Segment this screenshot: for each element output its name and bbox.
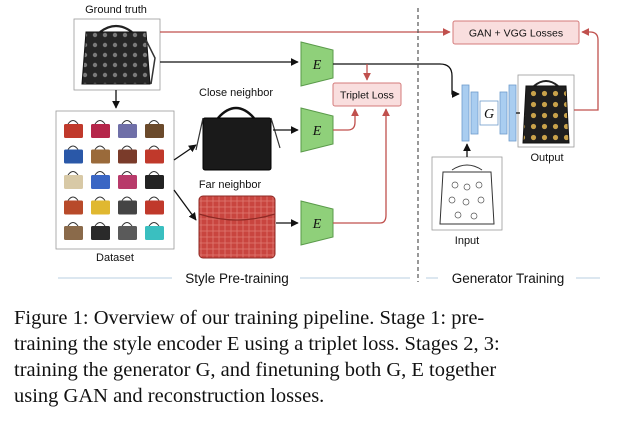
triplet-loss-box: Triplet Loss: [332, 82, 402, 107]
input-sketch-image: [431, 156, 503, 231]
dataset-thumbnail: [145, 145, 164, 164]
dataset-thumbnail: [64, 196, 83, 215]
gan-vgg-losses-box: GAN + VGG Losses: [452, 20, 580, 45]
caption-line-3: training the generator G, and finetuning…: [14, 359, 497, 381]
training-pipeline-diagram: Ground truth Dataset Close neighbor Far …: [55, 4, 600, 286]
dataset-thumbnail: [91, 171, 110, 189]
ground-truth-label: Ground truth: [85, 4, 147, 16]
generator-training-section-label: Generator Training: [452, 271, 565, 286]
encoder-middle: E: [300, 107, 334, 153]
svg-text:E: E: [312, 124, 322, 139]
loss-arrows: [160, 28, 599, 224]
caption-line-2: training the style encoder E using a tri…: [14, 333, 500, 355]
dataset-thumbnail: [91, 145, 110, 164]
svg-text:Triplet Loss: Triplet Loss: [340, 90, 394, 102]
output-bag-image: [517, 74, 575, 148]
dataset-thumbnail: [91, 120, 110, 138]
close-neighbor-label: Close neighbor: [199, 87, 273, 99]
svg-text:G: G: [484, 107, 494, 122]
generator-network: G: [461, 84, 517, 142]
dataset-thumbnail: [64, 120, 83, 138]
svg-text:E: E: [312, 58, 322, 73]
dataset-thumbnail: [118, 120, 137, 138]
dataset-label: Dataset: [96, 252, 134, 264]
ground-truth-bag-image: [73, 18, 161, 91]
dataset-thumbnail: [91, 222, 110, 240]
close-neighbor-bag-image: [195, 106, 281, 171]
style-pretraining-section-label: Style Pre-training: [185, 271, 289, 286]
dataset-thumbnail: [91, 196, 110, 215]
encoder-top: E: [300, 41, 334, 87]
dataset-thumbnail: [118, 171, 137, 189]
far-neighbor-label: Far neighbor: [199, 179, 262, 191]
dataset-thumbnail: [118, 145, 137, 164]
dataset-thumbnail: [64, 171, 83, 189]
output-label: Output: [530, 152, 563, 164]
svg-text:E: E: [312, 217, 322, 232]
dataset-thumbnail: [118, 196, 137, 215]
caption-line-1: Figure 1: Overview of our training pipel…: [14, 307, 485, 329]
dataset-thumbnail: [145, 196, 164, 215]
dataset-thumbnail: [145, 222, 164, 240]
dataset-thumbnail: [145, 171, 164, 189]
caption-line-4: using GAN and reconstruction losses.: [14, 385, 325, 407]
dataset-thumbnail: [145, 120, 164, 138]
figure-caption: Figure 1: Overview of our training pipel…: [14, 305, 624, 409]
encoder-bottom: E: [300, 200, 334, 246]
dataset-thumbnail: [64, 145, 83, 164]
svg-text:GAN + VGG Losses: GAN + VGG Losses: [469, 28, 563, 40]
input-label: Input: [455, 235, 479, 247]
data-flow-arrows: [112, 58, 520, 227]
dataset-thumbnail: [64, 222, 83, 240]
far-neighbor-bag-image: [198, 195, 276, 259]
dataset-thumbnail: [118, 222, 137, 240]
